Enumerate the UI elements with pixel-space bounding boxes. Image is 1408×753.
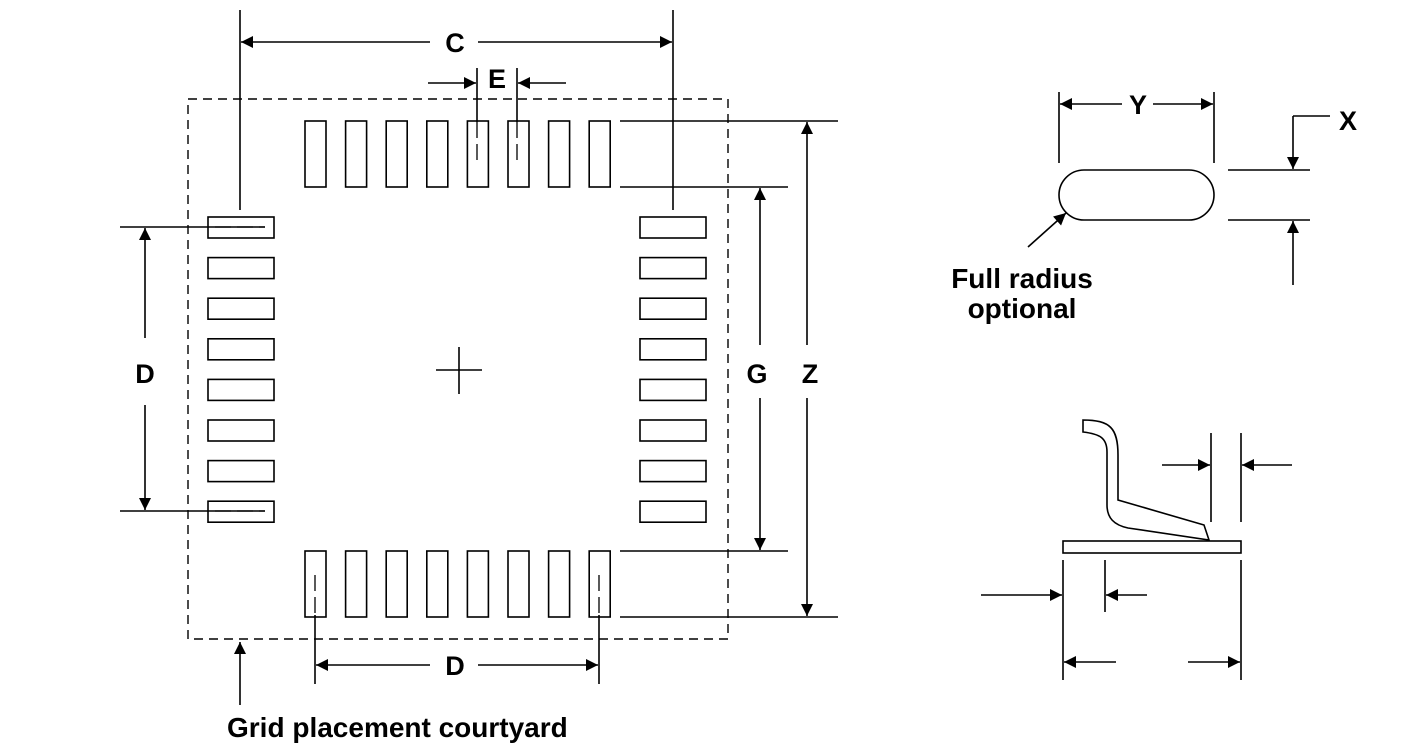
pad-top	[304, 120, 327, 188]
pad-right	[639, 297, 707, 321]
pad-bottom	[588, 550, 612, 618]
pad-column-right	[639, 216, 707, 524]
pad-top	[385, 120, 409, 188]
pad-bottom	[344, 550, 368, 618]
pad-column-left	[207, 216, 275, 524]
pad-top	[344, 120, 368, 188]
pad-right	[639, 378, 707, 402]
pad-bottom	[425, 550, 449, 618]
full-radius-caption-line2: optional	[968, 293, 1077, 324]
dim-z-label: Z	[802, 359, 819, 389]
full-radius-pointer-arrow	[1027, 212, 1067, 248]
dim-c-label: C	[445, 28, 465, 58]
placement-courtyard	[187, 98, 729, 640]
pad-right	[639, 337, 707, 361]
dim-g-label: G	[746, 359, 767, 389]
lead-profile	[1082, 419, 1211, 541]
pad-left	[207, 256, 275, 280]
pad-row-bottom	[304, 550, 612, 618]
pad-left	[207, 378, 275, 402]
dim-y-label: Y	[1129, 90, 1147, 120]
pad-top	[425, 120, 449, 188]
pad-bottom	[466, 550, 490, 618]
pad-right	[639, 256, 707, 280]
pad-top	[547, 120, 571, 188]
dim-d-left-label: D	[135, 359, 155, 389]
pad-bottom	[547, 550, 571, 618]
pad-right	[639, 459, 707, 483]
pad-bottom	[385, 550, 409, 618]
pad-top	[588, 120, 612, 188]
full-radius-caption-line1: Full radius	[951, 263, 1093, 294]
pad-bottom	[507, 550, 530, 618]
dim-e-label: E	[488, 64, 506, 94]
pad-detail-shape	[1058, 169, 1215, 221]
pad-top	[507, 120, 530, 188]
pad-top	[466, 120, 490, 188]
pad-left	[207, 297, 275, 321]
pad-row-top	[304, 120, 612, 188]
dim-d-bottom-label: D	[445, 651, 465, 681]
courtyard-caption: Grid placement courtyard	[227, 712, 568, 743]
pad-right	[639, 216, 707, 239]
dim-x-label: X	[1339, 106, 1357, 136]
pad-left	[207, 419, 275, 442]
land-profile	[1062, 540, 1242, 554]
pad-right	[639, 500, 707, 524]
pad-left	[207, 337, 275, 361]
pad-left	[207, 459, 275, 483]
pad-right	[639, 419, 707, 442]
